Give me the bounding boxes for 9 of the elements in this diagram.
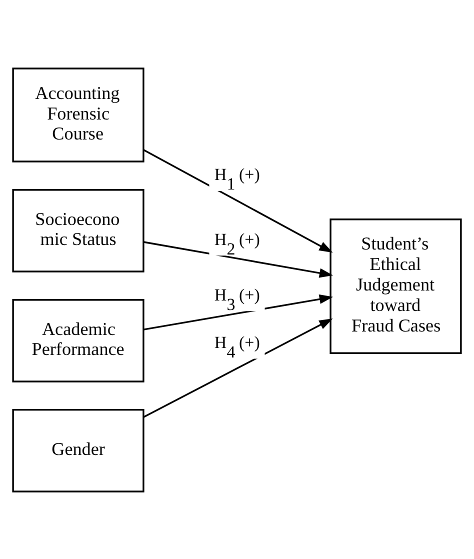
arrow bbox=[143, 148, 333, 252]
arrow bbox=[143, 294, 334, 330]
node-box: Gender bbox=[12, 408, 144, 492]
arrow bbox=[143, 240, 334, 278]
node-box: Socioecono mic Status bbox=[12, 188, 144, 272]
node-box: Accounting Forensic Course bbox=[12, 67, 144, 162]
node-box: Student’s Ethical Judgement toward Fraud Cases bbox=[330, 218, 462, 354]
node-box: Academic Performance bbox=[12, 298, 144, 382]
arrow bbox=[143, 318, 333, 418]
